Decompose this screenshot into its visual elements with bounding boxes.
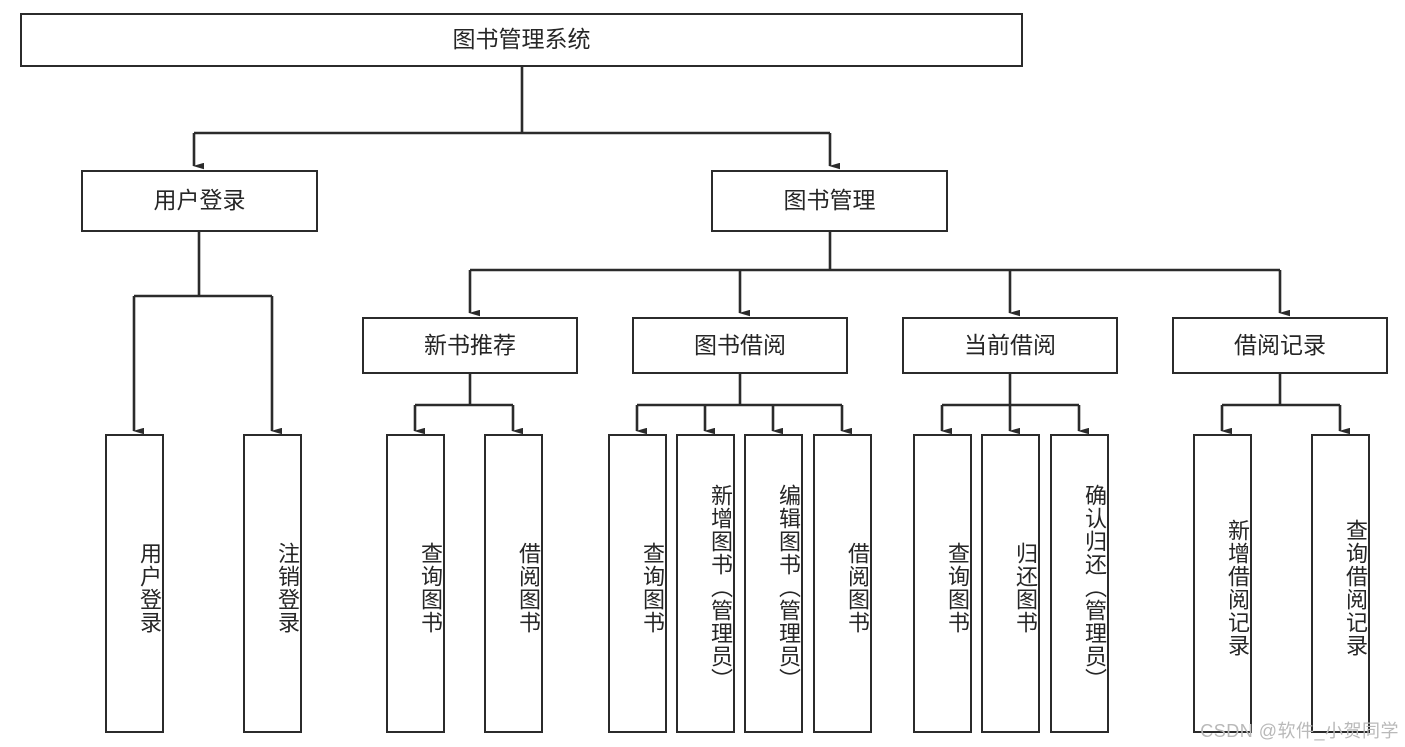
node-book-management[interactable]: 图书管理 xyxy=(711,170,948,232)
csdn-watermark: CSDN @软件_小贺同学 xyxy=(1200,721,1399,741)
node-label: 查询图书 xyxy=(418,541,443,634)
node-book-borrow[interactable]: 图书借阅 xyxy=(632,317,848,374)
node-user-login[interactable]: 用户登录 xyxy=(81,170,318,232)
node-label: 图书借阅 xyxy=(694,331,786,358)
leaf-borrow-record-query-record[interactable]: 查询借阅记录 xyxy=(1311,434,1370,733)
node-root-book-management-system[interactable]: 图书管理系统 xyxy=(20,13,1023,67)
leaf-current-borrow-confirm-return-admin[interactable]: 确认归还（管理员） xyxy=(1050,434,1109,733)
node-label: 借阅记录 xyxy=(1234,331,1326,358)
leaf-current-borrow-return-book[interactable]: 归还图书 xyxy=(981,434,1040,733)
node-label: 新增图书（管理员） xyxy=(708,484,733,691)
node-label: 用户登录 xyxy=(153,187,246,214)
node-borrow-record[interactable]: 借阅记录 xyxy=(1172,317,1388,374)
node-new-book-recommendation[interactable]: 新书推荐 xyxy=(362,317,578,374)
leaf-new-book-borrow-book[interactable]: 借阅图书 xyxy=(484,434,543,733)
node-label: 当前借阅 xyxy=(964,331,1056,358)
leaf-user-login-logout[interactable]: 注销登录 xyxy=(243,434,302,733)
leaf-book-borrow-add-book-admin[interactable]: 新增图书（管理员） xyxy=(676,434,735,733)
leaf-book-borrow-edit-book-admin[interactable]: 编辑图书（管理员） xyxy=(744,434,803,733)
leaf-book-borrow-borrow-book[interactable]: 借阅图书 xyxy=(813,434,872,733)
leaf-new-book-query-book[interactable]: 查询图书 xyxy=(386,434,445,733)
node-label: 借阅图书 xyxy=(845,541,870,634)
node-label: 新书推荐 xyxy=(424,331,516,358)
node-label: 图书管理 xyxy=(783,187,876,214)
node-label: 注销登录 xyxy=(275,541,300,634)
node-label: 归还图书 xyxy=(1013,541,1038,634)
node-label: 查询图书 xyxy=(640,541,665,634)
leaf-user-login-login[interactable]: 用户登录 xyxy=(105,434,164,733)
node-label: 借阅图书 xyxy=(516,541,541,634)
node-current-borrow[interactable]: 当前借阅 xyxy=(902,317,1118,374)
node-label: 用户登录 xyxy=(137,541,162,634)
node-label: 确认归还（管理员） xyxy=(1082,484,1107,691)
node-label: 查询图书 xyxy=(945,541,970,634)
leaf-book-borrow-query-book[interactable]: 查询图书 xyxy=(608,434,667,733)
node-label: 查询借阅记录 xyxy=(1343,518,1368,657)
node-label: 图书管理系统 xyxy=(452,26,591,53)
leaf-borrow-record-add-record[interactable]: 新增借阅记录 xyxy=(1193,434,1252,733)
node-label: 编辑图书（管理员） xyxy=(776,484,801,691)
leaf-current-borrow-query-book[interactable]: 查询图书 xyxy=(913,434,972,733)
node-label: 新增借阅记录 xyxy=(1225,518,1250,657)
